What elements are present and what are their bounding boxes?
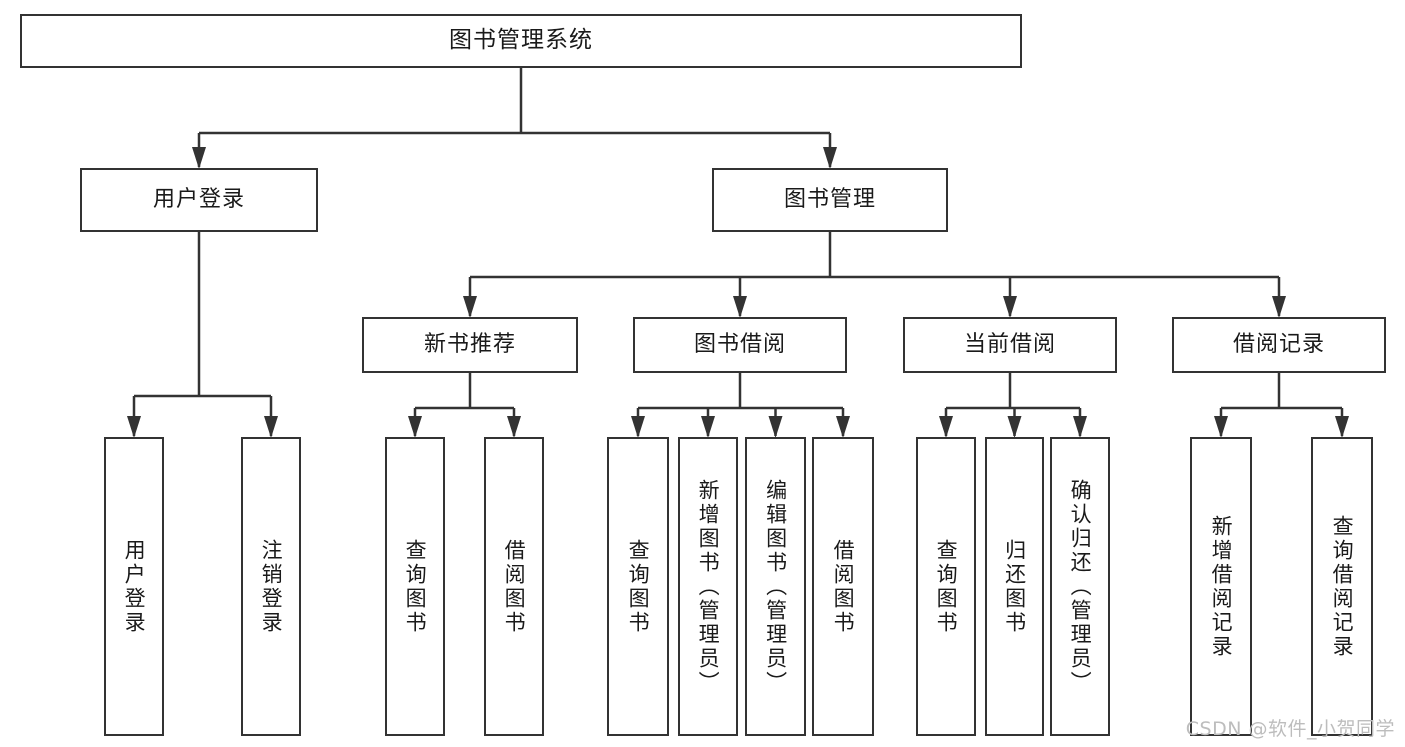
node-label: 归还图书 (1002, 538, 1027, 635)
node-leaf-query-book-3[interactable]: 查询图书 (916, 437, 976, 736)
node-leaf-query-book-1[interactable]: 查询图书 (385, 437, 445, 736)
watermark: CSDN @软件_小贺同学 (1185, 718, 1395, 740)
node-label: 用户登录 (152, 186, 245, 212)
node-label: 编辑图书（管理员） (763, 478, 788, 695)
node-new-book-recommend[interactable]: 新书推荐 (362, 317, 578, 373)
node-label: 借阅图书 (502, 538, 527, 635)
node-book-manage[interactable]: 图书管理 (712, 168, 948, 232)
node-label: 新增图书（管理员） (696, 478, 721, 695)
node-label: 查询图书 (934, 538, 959, 635)
node-label: 新增借阅记录 (1209, 514, 1234, 659)
node-root-system[interactable]: 图书管理系统 (20, 14, 1022, 68)
node-leaf-edit-book[interactable]: 编辑图书（管理员） (745, 437, 806, 736)
node-leaf-query-book-2[interactable]: 查询图书 (607, 437, 669, 736)
node-current-borrow[interactable]: 当前借阅 (903, 317, 1117, 373)
node-user-login[interactable]: 用户登录 (80, 168, 318, 232)
node-leaf-add-borrow-record[interactable]: 新增借阅记录 (1190, 437, 1252, 736)
node-label: 注销登录 (259, 538, 284, 635)
node-label: 借阅记录 (1232, 331, 1325, 357)
node-borrow-record[interactable]: 借阅记录 (1172, 317, 1386, 373)
node-leaf-add-book[interactable]: 新增图书（管理员） (678, 437, 738, 736)
node-label: 查询图书 (403, 538, 428, 635)
node-label: 新书推荐 (423, 331, 516, 357)
node-label: 图书借阅 (693, 331, 786, 357)
node-label: 查询图书 (626, 538, 651, 635)
node-label: 当前借阅 (963, 331, 1056, 357)
node-leaf-user-logout[interactable]: 注销登录 (241, 437, 301, 736)
node-leaf-borrow-book-1[interactable]: 借阅图书 (484, 437, 544, 736)
node-leaf-confirm-return[interactable]: 确认归还（管理员） (1050, 437, 1110, 736)
node-label: 图书管理 (783, 186, 876, 212)
node-label: 查询借阅记录 (1330, 514, 1355, 659)
node-book-borrow[interactable]: 图书借阅 (633, 317, 847, 373)
node-label: 用户登录 (122, 538, 147, 635)
node-label: 借阅图书 (831, 538, 856, 635)
node-leaf-borrow-book-2[interactable]: 借阅图书 (812, 437, 874, 736)
node-leaf-return-book[interactable]: 归还图书 (985, 437, 1044, 736)
node-leaf-query-borrow-record[interactable]: 查询借阅记录 (1311, 437, 1373, 736)
node-leaf-user-login[interactable]: 用户登录 (104, 437, 164, 736)
node-label: 确认归还（管理员） (1068, 478, 1093, 695)
node-label: 图书管理系统 (449, 27, 593, 54)
